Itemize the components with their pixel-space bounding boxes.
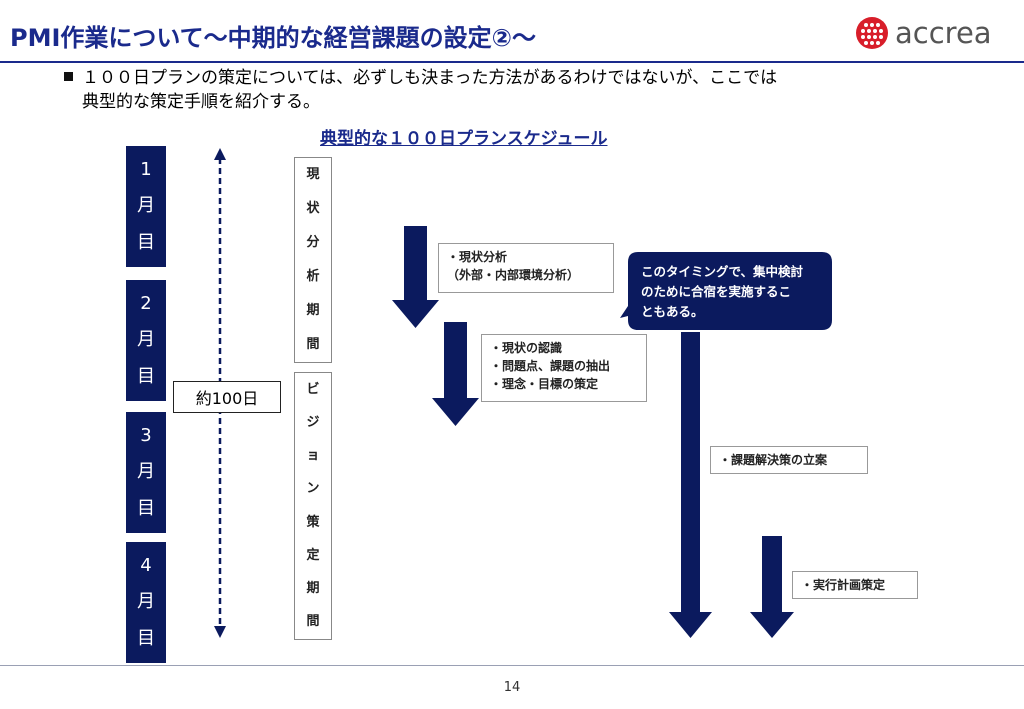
period-char: 期 xyxy=(306,581,320,597)
period-char: 析 xyxy=(306,269,320,284)
month-suffix: 目 xyxy=(137,627,155,649)
footer-divider xyxy=(0,665,1024,666)
period-char: 定 xyxy=(306,547,320,563)
arrow-step-4 xyxy=(750,536,794,638)
arrow-step-1 xyxy=(392,226,439,328)
note-line: ・理念・目標の策定 xyxy=(490,377,599,391)
duration-label: 約100日 xyxy=(173,381,281,413)
period-char: ン xyxy=(306,481,320,497)
month-4-block: 4 月 目 xyxy=(126,542,166,663)
period-char: 状 xyxy=(306,201,320,216)
period-char: ジ xyxy=(306,414,320,430)
step-note-plan: ・実行計画策定 xyxy=(792,571,918,599)
period-char: 期 xyxy=(306,303,320,318)
month-suffix: 目 xyxy=(137,231,155,253)
intro-line-1: １００日プランの策定については、必ずしも決まった方法があるわけではないが、ここで… xyxy=(82,68,778,88)
month-unit: 月 xyxy=(137,329,155,351)
month-unit: 月 xyxy=(137,195,155,217)
period-char: 間 xyxy=(306,614,320,630)
month-3-block: 3 月 目 xyxy=(126,412,166,533)
note-line: ・現状の認識 xyxy=(490,341,563,355)
month-number: 2 xyxy=(140,293,152,315)
note-line: ・実行計画策定 xyxy=(801,578,886,592)
step-note-recognition: ・現状の認識 ・問題点、課題の抽出 ・理念・目標の策定 xyxy=(481,334,647,402)
period-char: ビ xyxy=(306,381,320,397)
intro-text: １００日プランの策定については、必ずしも決まった方法があるわけではないが、ここで… xyxy=(82,66,777,114)
company-logo: accrea xyxy=(855,15,992,51)
note-line: ・現状分析 xyxy=(447,250,508,264)
header-divider xyxy=(0,61,1024,63)
intro-line-2: 典型的な策定手順を紹介する。 xyxy=(82,92,320,112)
period-char: 策 xyxy=(306,514,320,530)
arrow-step-3 xyxy=(669,332,712,638)
bullet-square-icon xyxy=(64,72,73,81)
period-char: 分 xyxy=(306,235,320,250)
period-vision: ビ ジ ョ ン 策 定 期 間 xyxy=(294,372,332,640)
month-unit: 月 xyxy=(137,591,155,613)
arrow-step-2 xyxy=(432,322,479,426)
note-line: （外部・内部環境分析） xyxy=(447,268,580,282)
month-number: 4 xyxy=(140,555,152,577)
month-unit: 月 xyxy=(137,461,155,483)
logo-text: accrea xyxy=(895,16,992,50)
diagram-title: 典型的な１００日プランスケジュール xyxy=(320,129,608,149)
note-line: ・課題解決策の立案 xyxy=(719,453,828,467)
note-line: ・問題点、課題の抽出 xyxy=(490,359,611,373)
month-number: 3 xyxy=(140,425,152,447)
period-char: 現 xyxy=(306,167,320,182)
month-1-block: 1 月 目 xyxy=(126,146,166,267)
month-suffix: 目 xyxy=(137,365,155,387)
period-analysis: 現 状 分 析 期 間 xyxy=(294,157,332,363)
page-title: PMI作業について〜中期的な経営課題の設定②〜 xyxy=(10,24,537,52)
step-note-analysis: ・現状分析 （外部・内部環境分析） xyxy=(438,243,614,293)
month-2-block: 2 月 目 xyxy=(126,280,166,401)
logo-mark-icon xyxy=(856,17,888,49)
step-note-solution: ・課題解決策の立案 xyxy=(710,446,868,474)
month-number: 1 xyxy=(140,159,152,181)
callout-line: このタイミングで、集中検討 xyxy=(641,264,804,279)
month-suffix: 目 xyxy=(137,497,155,519)
period-char: 間 xyxy=(306,337,320,352)
callout-line: のために合宿を実施するこ xyxy=(641,284,792,299)
callout-bubble xyxy=(620,252,832,330)
callout-line: ともある。 xyxy=(641,304,704,319)
period-char: ョ xyxy=(306,448,320,464)
page-number: 14 xyxy=(503,680,521,695)
callout-text: このタイミングで、集中検討 のために合宿を実施するこ ともある。 xyxy=(641,262,831,322)
